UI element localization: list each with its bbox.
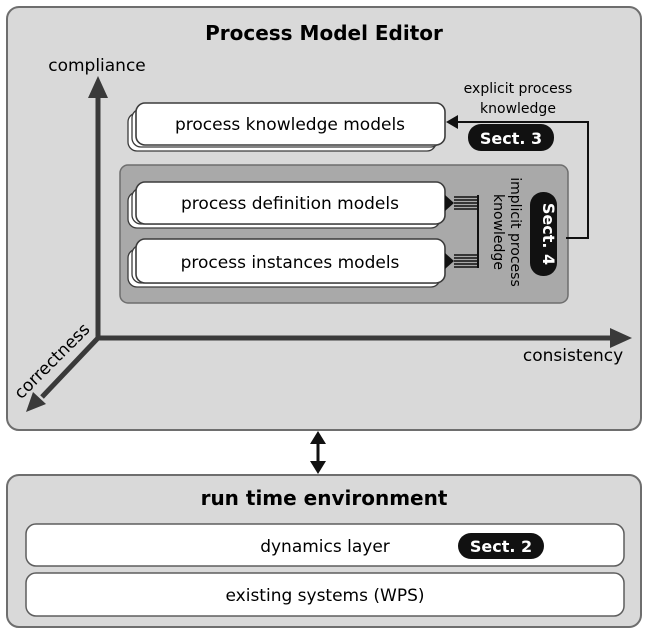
x-axis-arrowhead: [610, 328, 632, 348]
editor-title: Process Model Editor: [205, 21, 443, 45]
runtime-environment-panel: run time environment dynamics layer Sect…: [6, 474, 642, 628]
explicit-knowledge-connector: [446, 115, 589, 239]
sect3-label: Sect. 3: [480, 129, 542, 148]
sect3-badge[interactable]: Sect. 3: [468, 124, 554, 151]
process-instances-models-stack[interactable]: process instances models: [127, 238, 446, 288]
z-axis-arrowhead: [26, 392, 46, 412]
process-definition-models-stack[interactable]: process definition models: [127, 181, 446, 229]
existing-systems-bar[interactable]: existing systems (WPS): [25, 572, 625, 617]
compliance-label: compliance: [48, 56, 146, 76]
sect2-badge[interactable]: Sect. 2: [458, 533, 544, 559]
process-instances-models-label: process instances models: [181, 253, 400, 273]
z-axis: [40, 336, 100, 399]
svg-text:knowledge: knowledge: [490, 194, 506, 270]
sect4-label: Sect. 4: [539, 203, 558, 265]
process-model-editor-panel: Process Model Editor compliance consiste…: [6, 6, 642, 431]
implicit-knowledge-connectors: [445, 195, 479, 269]
existing-systems-label: existing systems (WPS): [226, 586, 425, 606]
svg-text:knowledge: knowledge: [480, 101, 556, 117]
y-axis-arrowhead: [88, 76, 108, 98]
process-definition-models-label: process definition models: [181, 194, 399, 214]
sect4-badge[interactable]: Sect. 4: [530, 192, 558, 276]
implicit-knowledge-label: implicit process knowledge: [490, 177, 523, 287]
sect2-label: Sect. 2: [470, 537, 532, 556]
explicit-knowledge-label: explicit process knowledge: [464, 81, 573, 117]
consistency-label: consistency: [523, 346, 623, 366]
editor-runtime-link: [310, 431, 326, 474]
runtime-title: run time environment: [201, 486, 448, 510]
process-knowledge-models-stack[interactable]: process knowledge models: [127, 102, 446, 152]
svg-text:explicit process: explicit process: [464, 81, 573, 97]
dynamics-layer-label: dynamics layer: [260, 537, 390, 557]
process-knowledge-models-label: process knowledge models: [175, 115, 405, 135]
svg-text:implicit process: implicit process: [507, 177, 523, 287]
